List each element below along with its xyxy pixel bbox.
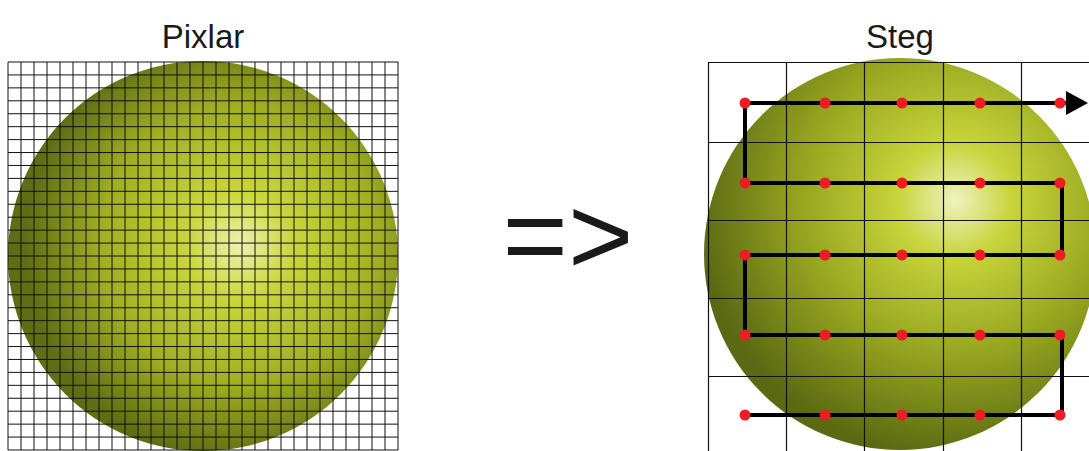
- sample-dot: [975, 98, 986, 109]
- grid-line: [8, 152, 398, 153]
- grid-line: [8, 87, 398, 88]
- grid-line: [8, 359, 398, 360]
- pixel-grid: [8, 62, 398, 450]
- grid-line: [8, 268, 398, 269]
- grid-line: [708, 298, 1089, 299]
- grid-line: [8, 62, 398, 63]
- sample-dot: [897, 330, 908, 341]
- sample-dot: [897, 178, 908, 189]
- grid-line: [8, 113, 398, 114]
- grid-line: [8, 437, 398, 438]
- sample-dot: [740, 250, 751, 261]
- shaded-sphere: [8, 61, 398, 451]
- grid-line: [8, 294, 398, 295]
- grid-line: [8, 320, 398, 321]
- sample-dot: [740, 178, 751, 189]
- grid-line: [8, 411, 398, 412]
- grid-line: [8, 385, 398, 386]
- sample-dot: [820, 410, 831, 421]
- grid-line: [8, 217, 398, 218]
- sample-dot: [897, 250, 908, 261]
- grid-line: [708, 376, 1089, 377]
- sample-dot: [975, 178, 986, 189]
- grid-line: [8, 281, 398, 282]
- grid-line: [708, 220, 1089, 221]
- grid-line: [8, 126, 398, 127]
- grid-line: [8, 139, 398, 140]
- sample-dot: [1055, 410, 1066, 421]
- grid-line: [8, 165, 398, 166]
- grid-line: [8, 230, 398, 231]
- sample-dot: [1055, 178, 1066, 189]
- grid-line: [8, 243, 398, 244]
- panel-title: Pixlar: [162, 20, 245, 53]
- grid-line: [708, 142, 1089, 143]
- arrow-symbol: =>: [503, 180, 634, 292]
- grid-line: [8, 191, 398, 192]
- grid-line: [8, 178, 398, 179]
- grid-line: [8, 74, 398, 75]
- sample-dot: [1055, 98, 1066, 109]
- step-grid: [708, 62, 1089, 451]
- sample-dot: [1055, 250, 1066, 261]
- scan-line: [745, 103, 1068, 415]
- sample-dot: [740, 410, 751, 421]
- grid-line: [8, 307, 398, 308]
- sample-dot: [820, 178, 831, 189]
- sample-dot: [975, 410, 986, 421]
- grid-line: [8, 100, 398, 101]
- arrow-head: [1066, 91, 1088, 115]
- sample-dot: [975, 330, 986, 341]
- grid-line: [708, 62, 709, 451]
- grid-line: [8, 204, 398, 205]
- grid-line: [8, 372, 398, 373]
- grid-line: [8, 450, 398, 451]
- panel-title: Steg: [866, 20, 934, 53]
- grid-line: [8, 398, 398, 399]
- grid-line: [8, 346, 398, 347]
- sample-dot: [820, 250, 831, 261]
- sample-dot: [740, 330, 751, 341]
- grid-line: [708, 62, 1089, 63]
- sample-dot: [897, 410, 908, 421]
- sample-dot: [975, 250, 986, 261]
- grid-line: [8, 424, 398, 425]
- grid-line: [8, 256, 398, 257]
- sample-dot: [897, 98, 908, 109]
- shaded-sphere: [704, 58, 1089, 450]
- grid-line: [8, 333, 398, 334]
- sample-dot: [740, 98, 751, 109]
- sample-dot: [820, 330, 831, 341]
- scan-path: [740, 91, 1089, 421]
- sample-dot: [1055, 330, 1066, 341]
- sample-dot: [820, 98, 831, 109]
